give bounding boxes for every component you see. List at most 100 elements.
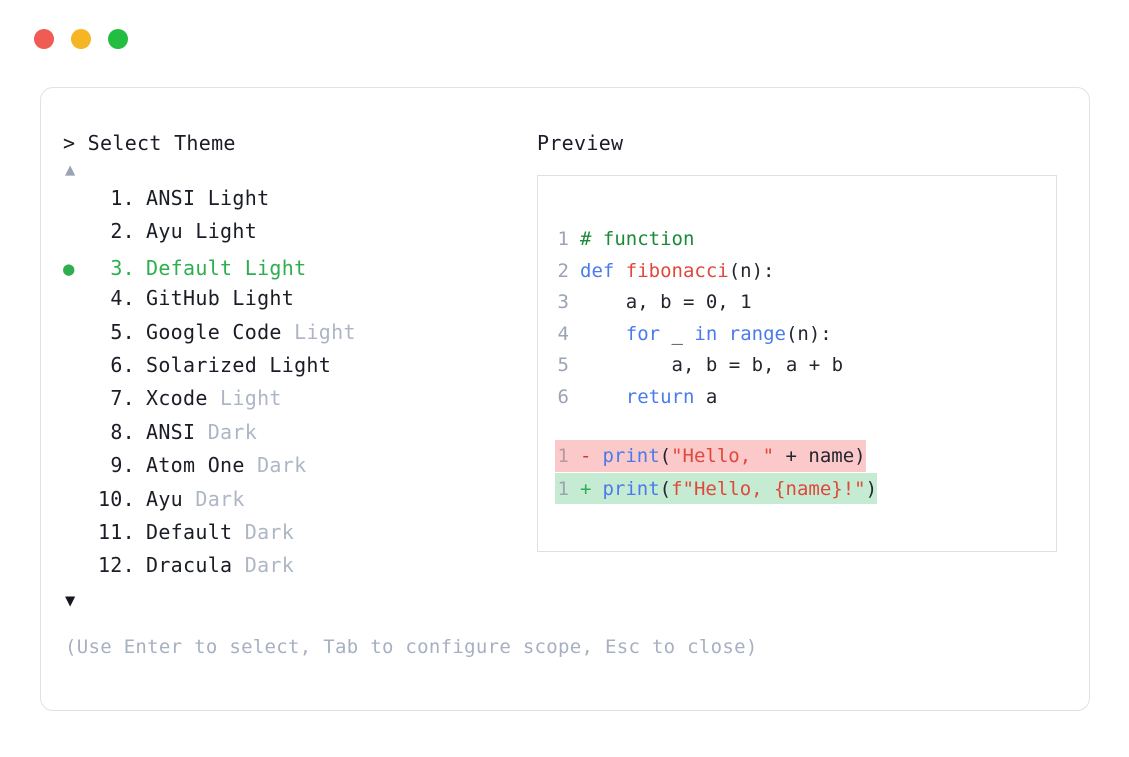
diff-addition-line: 1+ print(f"Hello, {name}!"): [555, 472, 878, 508]
line-number: 5: [557, 354, 569, 376]
code-line-content: for _ in range(n):: [580, 319, 832, 351]
page-title: > Select Theme: [63, 131, 236, 155]
theme-list-item[interactable]: 12.Dracula Dark: [63, 553, 523, 586]
theme-item-number: 2.: [110, 219, 135, 244]
code-token-plain: (: [659, 445, 672, 467]
code-token-kw: print: [602, 445, 660, 467]
window-titlebar: [34, 29, 128, 49]
code-line: 3 a, b = 0, 1: [555, 287, 877, 319]
theme-list-item[interactable]: 8.ANSI Dark: [63, 420, 523, 453]
theme-item-variant: Light: [281, 319, 356, 344]
code-line: 6 return a: [555, 382, 877, 414]
theme-item-number: 6.: [110, 352, 135, 377]
theme-item-number: 8.: [110, 419, 135, 444]
code-line: 1 # function: [555, 224, 877, 256]
theme-item-number: 7.: [110, 386, 135, 411]
theme-item-name: Google Code: [146, 319, 282, 344]
theme-item-variant: Dark: [232, 553, 295, 578]
theme-list-item[interactable]: 6. Solarized Light: [63, 353, 523, 386]
theme-list-item[interactable]: 4. GitHub Light: [63, 286, 523, 319]
theme-list-item[interactable]: 1.ANSI Light: [63, 186, 523, 219]
theme-list-item[interactable]: 7. Xcode Light: [63, 386, 523, 419]
code-token-plain: _: [660, 322, 695, 345]
theme-item-name: Atom One: [146, 453, 245, 478]
theme-item-name: Xcode: [146, 386, 208, 411]
scroll-down-indicator[interactable]: ▼: [63, 587, 523, 615]
chevron-down-icon: ▼: [65, 590, 76, 611]
theme-item-name: Solarized Light: [146, 352, 332, 377]
theme-list-item[interactable]: 5. Google Code Light: [63, 320, 523, 353]
close-button[interactable]: [34, 29, 54, 49]
theme-item-name: Ayu Light: [146, 219, 258, 244]
code-line-content: a, b = b, a + b: [580, 350, 844, 382]
code-token-plain: a, b = 0, 1: [580, 291, 752, 313]
code-line: 4 for _ in range(n):: [555, 319, 877, 351]
line-number: 3: [557, 291, 569, 313]
diff-row-wrapper: 1- print("Hello, " + name): [555, 440, 877, 473]
minimize-button[interactable]: [71, 29, 91, 49]
theme-list-item[interactable]: 9.Atom One Dark: [63, 453, 523, 486]
code-line-content: a, b = 0, 1: [580, 287, 752, 319]
theme-item-number: 3.: [110, 255, 135, 280]
code-line-content: def fibonacci(n):: [580, 256, 774, 288]
code-line-content: print("Hello, " + name): [602, 440, 865, 475]
code-token-plain: [580, 386, 626, 408]
line-number: 6: [557, 385, 569, 408]
theme-item-name: Default Light: [146, 255, 307, 280]
theme-item-variant: Dark: [244, 453, 307, 478]
theme-item-variant: Light: [207, 386, 282, 411]
code-line-content: print(f"Hello, {name}!"): [602, 473, 877, 508]
diff-sign-spacer: [591, 474, 602, 506]
line-number: 1: [557, 445, 569, 467]
diff-minus-icon: -: [580, 445, 592, 467]
code-token-plain: a, b = b, a + b: [580, 354, 844, 376]
theme-list-item[interactable]: 10. Ayu Dark: [63, 487, 523, 520]
code-line-content: return a: [580, 382, 718, 414]
code-token-plain: + name): [774, 445, 866, 467]
theme-item-number: 5.: [110, 319, 135, 344]
theme-item-name: Ayu: [146, 486, 184, 511]
code-token-kw: print: [602, 477, 660, 500]
code-token-str: "Hello, ": [671, 445, 775, 467]
diff-sign-spacer: [591, 441, 602, 473]
code-token-fn: fibonacci: [625, 259, 729, 282]
diff-row-wrapper: 1+ print(f"Hello, {name}!"): [555, 472, 878, 508]
code-token-comment: # function: [580, 228, 695, 250]
code-line: 5 a, b = b, a + b: [555, 350, 877, 382]
maximize-button[interactable]: [108, 29, 128, 49]
line-number: 4: [557, 322, 569, 345]
preview-label: Preview: [537, 131, 624, 155]
code-token-kw: range: [728, 322, 786, 345]
code-token-kw: return: [625, 385, 695, 408]
theme-item-name: GitHub Light: [146, 286, 295, 311]
theme-list-item[interactable]: ● 3. Default Light: [63, 253, 523, 286]
theme-item-variant: Dark: [232, 519, 295, 544]
theme-item-number: 12.: [97, 553, 135, 578]
theme-item-number: 1.: [110, 186, 135, 210]
code-token-plain: (: [659, 477, 672, 500]
theme-item-number: 10.: [97, 486, 135, 511]
theme-item-variant: Dark: [195, 419, 258, 444]
line-number: 1: [557, 228, 569, 250]
theme-list-item[interactable]: 11.Default Dark: [63, 520, 523, 553]
code-token-kw: for: [625, 322, 661, 345]
selected-bullet-icon: ●: [63, 257, 75, 280]
code-token-str: f"Hello, {name}!": [671, 477, 866, 500]
theme-item-number: 11.: [97, 519, 135, 544]
theme-item-number: 4.: [110, 286, 135, 311]
chevron-up-icon: ▲: [65, 160, 76, 180]
code-token-plain: (n):: [785, 322, 832, 345]
code-token-plain: (n):: [728, 259, 775, 282]
diff-plus-icon: +: [580, 477, 592, 500]
theme-list-item[interactable]: 2. Ayu Light: [63, 219, 523, 252]
theme-item-variant: Dark: [183, 486, 245, 511]
code-blank-gap: [555, 413, 877, 440]
scroll-up-indicator[interactable]: ▲: [63, 156, 523, 184]
